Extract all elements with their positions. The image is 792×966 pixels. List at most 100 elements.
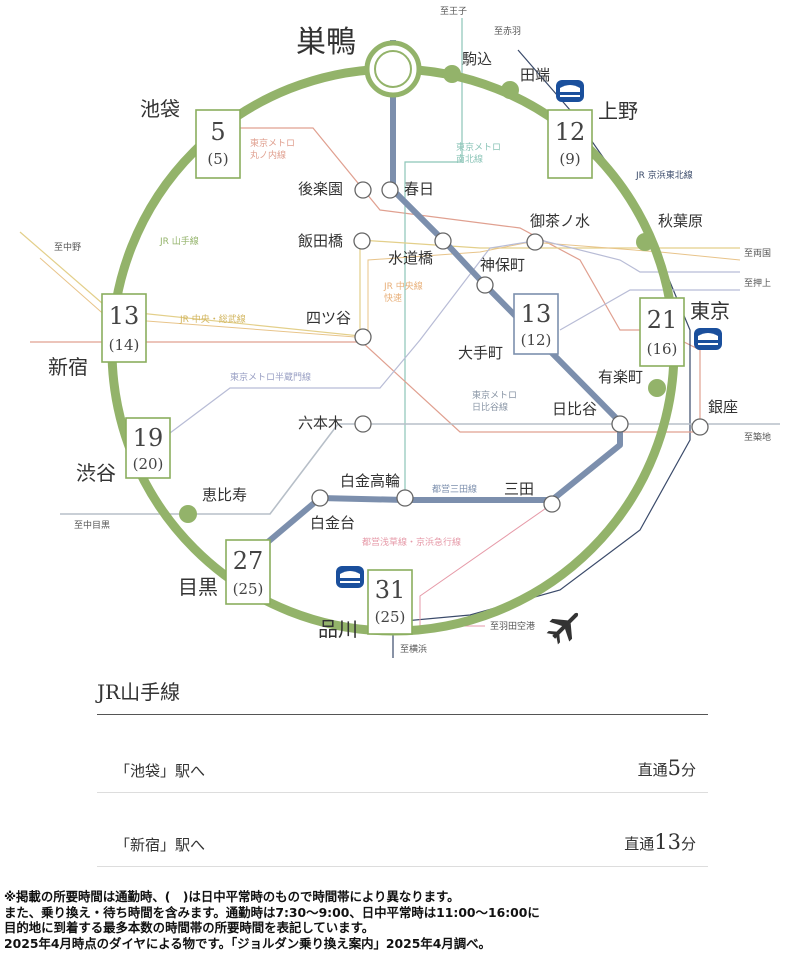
- station-label-ikebukuro: 池袋: [140, 97, 180, 121]
- panel-title: JR山手線: [97, 680, 181, 704]
- station-label-mita: 三田: [504, 480, 534, 498]
- svg-text:19: 19: [133, 424, 164, 452]
- station-label-roppongi: 六本木: [298, 414, 343, 432]
- svg-text:(25): (25): [233, 580, 264, 598]
- station-label-komagome: 駒込: [462, 50, 492, 68]
- timebox-ueno: 12 (9): [547, 109, 593, 179]
- route-time: 直通13分: [624, 830, 696, 854]
- svg-text:13: 13: [521, 300, 552, 328]
- station-label-shirokanedai: 白金台: [310, 514, 355, 532]
- line-label-namboku-2: 南北線: [456, 153, 483, 165]
- shinkansen-icon: [694, 328, 722, 350]
- footnotes: ※掲載の所要時間は通勤時、( )は日中平常時のもので時間帯により異なります。 ま…: [4, 889, 790, 951]
- direction-haneda: 至羽田空港: [490, 620, 535, 632]
- route-row-shinjuku: 「新宿」駅へ 直通13分: [97, 826, 708, 867]
- station-label-otemachi: 大手町: [458, 344, 503, 362]
- line-label-hanzomon: 東京メトロ半蔵門線: [230, 371, 311, 383]
- svg-text:(14): (14): [109, 336, 140, 354]
- svg-text:(9): (9): [559, 150, 580, 168]
- station-label-kasuga: 春日: [404, 180, 434, 198]
- station-dot-tabata: [501, 81, 519, 99]
- svg-text:(20): (20): [133, 455, 164, 473]
- svg-text:13: 13: [109, 302, 140, 330]
- station-label-shibuya: 渋谷: [76, 461, 116, 485]
- direction-yokohama: 至横浜: [400, 643, 427, 655]
- shinkansen-icon: [336, 566, 364, 588]
- marunouchi-line: [230, 127, 701, 426]
- timebox-shinagawa: 31 (25): [367, 569, 413, 635]
- panel-divider: [97, 714, 708, 715]
- hibiya-line: [60, 423, 780, 515]
- station-dot-ebisu: [179, 505, 197, 523]
- route-map: 巣鴨 5 (5) 12 (9) 13 (14) 13 (12) 21 (16): [19, 6, 780, 658]
- station-dot-yurakucho: [648, 379, 666, 397]
- chuo-sobu-line: [19, 231, 740, 337]
- station-label-yurakucho: 有楽町: [598, 368, 643, 386]
- line-label-chuo-rapid-2: 快速: [384, 292, 402, 304]
- direction-ryogoku: 至両国: [744, 248, 771, 259]
- line-label-hibiya-1: 東京メトロ: [472, 389, 517, 401]
- station-dot-roppongi: [354, 415, 372, 433]
- direction-oji: 至王子: [440, 6, 467, 17]
- station-label-tabata: 田端: [520, 66, 550, 84]
- station-dot-shirokanetakanawa: [396, 489, 414, 507]
- station-dot-korakuen: [354, 181, 372, 199]
- footnote-line: 2025年4月時点のダイヤによる物です。「ジョルダン乗り換え案内」2025年4月…: [4, 935, 491, 951]
- station-label-hibiya: 日比谷: [552, 400, 597, 418]
- svg-text:5: 5: [210, 118, 225, 146]
- svg-text:21: 21: [647, 306, 678, 334]
- station-label-ginza: 銀座: [708, 398, 738, 416]
- line-label-marunouchi-2: 丸ノ内線: [250, 149, 286, 161]
- station-dot-kasuga: [381, 181, 399, 199]
- svg-text:(25): (25): [375, 608, 406, 626]
- marunouchi-shinjuku-leg: [30, 341, 700, 433]
- hanzomon-line: [149, 239, 740, 449]
- station-dot-ochanomizu: [526, 233, 544, 251]
- direction-tsukiji: 至築地: [744, 431, 771, 443]
- line-label-yamanote: JR 山手線: [159, 235, 199, 247]
- timebox-ikebukuro: 5 (5): [195, 109, 241, 179]
- station-label-korakuen: 後楽園: [298, 180, 343, 198]
- footnote-line: 目的地に到着する最多本数の時間帯の所要時間を表記しています。: [4, 920, 375, 936]
- station-label-ueno: 上野: [598, 99, 638, 123]
- svg-text:31: 31: [375, 576, 406, 604]
- direction-akabane: 至赤羽: [494, 26, 521, 37]
- direction-oshiage: 至押上: [744, 277, 771, 289]
- station-dot-jimbocho: [476, 276, 494, 294]
- station-dot-mita: [543, 495, 561, 513]
- line-label-chuo-rapid-1: JR 中央線: [383, 280, 423, 292]
- route-row-ikebukuro: 「池袋」駅へ 直通5分: [97, 752, 708, 793]
- direction-nakameguro: 至中目黒: [74, 519, 110, 531]
- footnote-line: ※掲載の所要時間は通勤時、( )は日中平常時のもので時間帯により異なります。: [4, 889, 460, 904]
- shinkansen-icon: [556, 80, 584, 102]
- route-destination: 「池袋」駅へ: [115, 762, 206, 780]
- timebox-shinjuku: 13 (14): [101, 293, 147, 363]
- footnote-line: また、乗り換え・待ち時間を含みます。通勤時は7:30〜9:00、日中平常時は11…: [4, 904, 540, 920]
- line-label-namboku-1: 東京メトロ: [456, 141, 501, 153]
- line-label-keihin-tohoku: JR 京浜東北線: [635, 169, 693, 181]
- chuo-rapid-line: [39, 241, 741, 339]
- route-time: 直通5分: [637, 756, 696, 780]
- airplane-icon: [546, 612, 579, 645]
- station-label-yotsuya: 四ツ谷: [306, 309, 351, 327]
- station-label-ochanomizu: 御茶ノ水: [530, 212, 590, 230]
- station-dot-komagome: [443, 65, 461, 83]
- line-label-mita: 都営三田線: [432, 483, 477, 495]
- station-label-tokyo: 東京: [690, 299, 730, 323]
- station-label-shirokanetakanawa: 白金高輪: [340, 472, 400, 490]
- svg-text:12: 12: [555, 118, 586, 146]
- line-label-hibiya-2: 日比谷線: [472, 401, 508, 413]
- timebox-meguro: 27 (25): [225, 539, 271, 605]
- mita-line: [254, 40, 623, 555]
- station-label-shinagawa: 品川: [318, 617, 358, 641]
- svg-text:(5): (5): [207, 150, 228, 168]
- station-label-jimbocho: 神保町: [480, 256, 525, 274]
- station-dot-iidabashi: [353, 232, 371, 250]
- hub-station-inner: [374, 50, 412, 88]
- station-dot-shirokanedai: [311, 489, 329, 507]
- station-label-akihabara: 秋葉原: [658, 212, 703, 230]
- station-dot-yotsuya: [354, 328, 372, 346]
- hub-station-label: 巣鴨: [296, 25, 356, 60]
- svg-text:27: 27: [233, 547, 264, 575]
- timebox-otemachi: 13 (12): [513, 293, 559, 355]
